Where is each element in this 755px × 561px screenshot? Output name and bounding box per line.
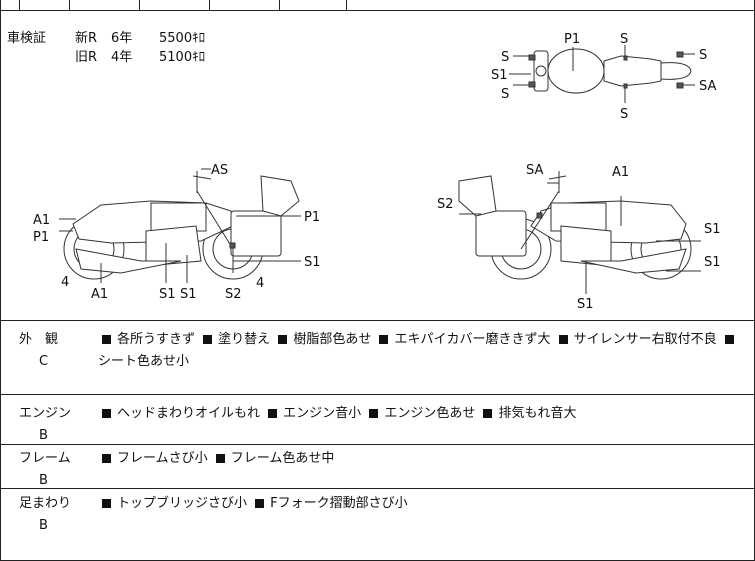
item-text: 排気もれ音大 (498, 406, 577, 421)
item-text: 各所うすきず (117, 332, 196, 347)
item-text: シート色あせ小 (98, 354, 190, 369)
new-r-label: 新R (75, 31, 98, 46)
left-s2-label: S2 (225, 287, 242, 302)
item-text: エンジン音小 (283, 406, 362, 421)
row-engine: エンジン B ヘッドまわりオイルもれ エンジン音小 エンジン色あせ 排気もれ音大 (1, 395, 754, 445)
right-s1-upper-label: S1 (704, 222, 721, 237)
item-text: ヘッドまわりオイルもれ (117, 406, 261, 421)
left-p1-label: P1 (33, 230, 49, 245)
bullet-square-icon (102, 334, 111, 344)
item-text: 塗り替え (218, 332, 271, 347)
row-items: トップブリッジさび小 Fフォーク摺動部さび小 (98, 493, 746, 515)
bullet-square-icon (483, 408, 493, 418)
item-text: フレーム色あせ中 (230, 451, 335, 466)
top-s-bot-mid-label: S (620, 107, 628, 122)
right-s1-bottom-label: S1 (577, 297, 594, 312)
item-text: エキパイカバー磨ききず大 (394, 332, 551, 347)
bullet-square-icon (255, 498, 265, 508)
item-text: フレームさび小 (117, 451, 208, 466)
left-s1-a-label: S1 (159, 287, 176, 302)
item-text: トップブリッジさび小 (117, 496, 248, 511)
top-s-bot-left-label: S (501, 87, 509, 102)
row-grade: B (39, 518, 48, 533)
left-p1-right-label: P1 (304, 210, 320, 225)
top-p1-label: P1 (564, 32, 580, 47)
right-a1-label: A1 (612, 165, 629, 180)
row-items: フレームさび小 フレーム色あせ中 (98, 448, 746, 470)
item-text: Fフォーク摺動部さび小 (270, 496, 408, 511)
bullet-square-icon (268, 408, 278, 418)
row-exterior: 外 観 C 各所うすきず 塗り替え 樹脂部色あせ エキパイカバー磨ききず大 サイ… (1, 321, 754, 395)
bullet-square-icon (278, 334, 288, 344)
right-side-motorcycle-icon (458, 171, 701, 294)
old-r-label: 旧R (75, 50, 98, 65)
left-side-motorcycle-icon (59, 168, 301, 283)
damage-diagram-area: 車検証 新R 6年 5500ｷﾛ 旧R 4年 5100ｷﾛ (1, 11, 754, 321)
row-items: ヘッドまわりオイルもれ エンジン音小 エンジン色あせ 排気もれ音大 (98, 403, 746, 425)
row-grade: B (39, 473, 48, 488)
new-r-km: 5500ｷﾛ (159, 31, 206, 46)
left-as-label: AS (211, 163, 228, 178)
left-a1-label: A1 (33, 213, 50, 228)
item-text: サイレンサー右取付不良 (573, 332, 717, 347)
old-r-years: 4年 (111, 50, 133, 65)
old-r-km: 5100ｷﾛ (159, 50, 206, 65)
top-s1-label: S1 (491, 68, 508, 83)
bullet-square-icon (102, 408, 111, 418)
left-s1-right-label: S1 (304, 255, 321, 270)
left-4-right-label: 4 (256, 276, 264, 291)
top-s-right-label: S (699, 48, 707, 63)
bullet-square-icon (558, 334, 568, 344)
motorcycle-diagrams: P1 S S1 S S S S SA AS A1 P1 4 A1 S1 S1 S… (33, 32, 721, 312)
bullet-square-icon (379, 334, 389, 344)
row-category: 外 観 (19, 332, 59, 347)
bullet-square-icon (724, 334, 734, 344)
left-a1-bottom-label: A1 (91, 287, 108, 302)
bullet-square-icon (102, 498, 111, 508)
shaken-label: 車検証 (7, 31, 47, 46)
top-s-top-left-label: S (501, 50, 509, 65)
right-s1-lower-label: S1 (704, 255, 721, 270)
top-s-top-mid-label: S (620, 32, 628, 47)
row-category: 足まわり (19, 496, 72, 511)
bullet-square-icon (102, 453, 111, 463)
row-category: エンジン (19, 406, 72, 421)
bullet-square-icon (215, 453, 225, 463)
row-suspension: 足まわり B トップブリッジさび小 Fフォーク摺動部さび小 (1, 489, 754, 559)
right-sa-label: SA (526, 163, 543, 178)
row-grade: C (39, 354, 49, 369)
new-r-years: 6年 (111, 31, 133, 46)
left-4-label: 4 (61, 275, 69, 290)
top-sa-label: SA (699, 79, 716, 94)
item-text: エンジン色あせ (384, 406, 476, 421)
row-frame: フレーム B フレームさび小 フレーム色あせ中 (1, 445, 754, 489)
right-s2-label: S2 (437, 197, 454, 212)
top-table-strip (1, 0, 754, 11)
bullet-square-icon (369, 408, 379, 418)
row-grade: B (39, 428, 48, 443)
bullet-square-icon (203, 334, 213, 344)
item-text: 樹脂部色あせ (293, 332, 372, 347)
row-category: フレーム (19, 451, 71, 466)
left-s1-b-label: S1 (180, 287, 197, 302)
row-items: 各所うすきず 塗り替え 樹脂部色あせ エキパイカバー磨ききず大 サイレンサー右取… (98, 329, 746, 373)
top-view-motorcycle-icon (509, 45, 695, 103)
